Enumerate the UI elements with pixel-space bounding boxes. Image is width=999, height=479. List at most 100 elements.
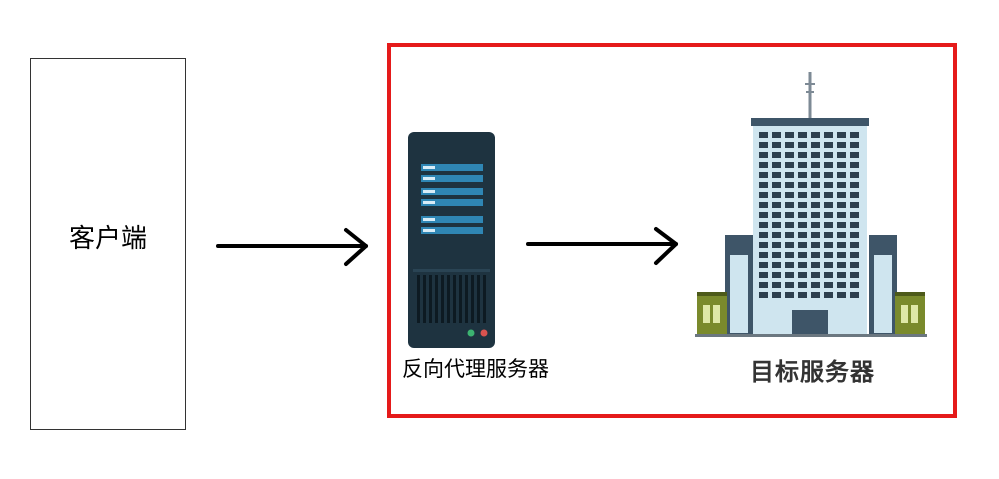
building-window (850, 142, 859, 148)
building-window (837, 212, 846, 218)
building-window (837, 152, 846, 158)
building-window (824, 252, 833, 258)
building-window (759, 192, 768, 198)
building-window (811, 202, 820, 208)
building-window (798, 232, 807, 238)
building-window (785, 162, 794, 168)
building-window (811, 192, 820, 198)
building-window (772, 172, 781, 178)
building-window (785, 252, 794, 258)
building-window (837, 192, 846, 198)
highlight-frame (387, 43, 957, 418)
building-window (837, 262, 846, 268)
building-window (798, 172, 807, 178)
proxy-server-label: 反向代理服务器 (402, 357, 549, 381)
building-window (811, 132, 820, 138)
building-window (759, 232, 768, 238)
building-window (759, 152, 768, 158)
building-window (837, 282, 846, 288)
target-server-label: 目标服务器 (750, 358, 875, 386)
building-window (785, 152, 794, 158)
building-window (798, 162, 807, 168)
building-window (785, 142, 794, 148)
building-window (811, 222, 820, 228)
building-window (850, 292, 859, 298)
office-building-icon (695, 72, 927, 337)
building-window (798, 282, 807, 288)
building-window (837, 202, 846, 208)
building-window (811, 282, 820, 288)
building-window (785, 212, 794, 218)
building-window (850, 242, 859, 248)
building-window (772, 252, 781, 258)
arrow-proxy-to-target-icon (526, 227, 678, 265)
building-window (824, 142, 833, 148)
building-window (759, 222, 768, 228)
arrow-client-to-proxy-icon (216, 228, 368, 266)
building-window (837, 222, 846, 228)
building-window (772, 272, 781, 278)
building-window (772, 262, 781, 268)
building-window (798, 212, 807, 218)
building-window (850, 132, 859, 138)
building-window (824, 262, 833, 268)
building-window (759, 182, 768, 188)
building-window (798, 252, 807, 258)
building-window (772, 162, 781, 168)
building-window (759, 172, 768, 178)
building-window (772, 132, 781, 138)
building-window (850, 222, 859, 228)
building-window (824, 182, 833, 188)
building-window (785, 242, 794, 248)
client-label: 客户端 (68, 224, 147, 254)
building-window (837, 172, 846, 178)
building-window (850, 212, 859, 218)
building-window (824, 192, 833, 198)
client-box (30, 58, 186, 430)
building-window (824, 292, 833, 298)
building-window (824, 212, 833, 218)
building-window (785, 192, 794, 198)
building-window (772, 202, 781, 208)
building-window (850, 172, 859, 178)
building-window (772, 282, 781, 288)
building-window (811, 182, 820, 188)
building-window (850, 192, 859, 198)
building-window (759, 212, 768, 218)
building-window (837, 272, 846, 278)
building-window (824, 232, 833, 238)
building-window (824, 162, 833, 168)
building-window (824, 152, 833, 158)
building-window (850, 262, 859, 268)
building-window (785, 222, 794, 228)
building-window (785, 132, 794, 138)
building-window (785, 172, 794, 178)
building-window (824, 242, 833, 248)
building-window (850, 152, 859, 158)
building-window (850, 232, 859, 238)
building-window (785, 282, 794, 288)
building-window (811, 252, 820, 258)
building-window (811, 232, 820, 238)
building-window (785, 202, 794, 208)
building-window (824, 132, 833, 138)
building-window (850, 282, 859, 288)
building-window (772, 212, 781, 218)
building-window (798, 262, 807, 268)
building-window (850, 202, 859, 208)
building-window (785, 182, 794, 188)
building-window (811, 152, 820, 158)
building-window (824, 202, 833, 208)
building-window (798, 142, 807, 148)
building-window (798, 292, 807, 298)
building-window (811, 242, 820, 248)
building-window (759, 202, 768, 208)
building-window (811, 272, 820, 278)
building-window (798, 182, 807, 188)
building-window (811, 142, 820, 148)
building-window (837, 162, 846, 168)
building-window (772, 182, 781, 188)
building-window (772, 192, 781, 198)
building-window (772, 152, 781, 158)
building-window (824, 272, 833, 278)
